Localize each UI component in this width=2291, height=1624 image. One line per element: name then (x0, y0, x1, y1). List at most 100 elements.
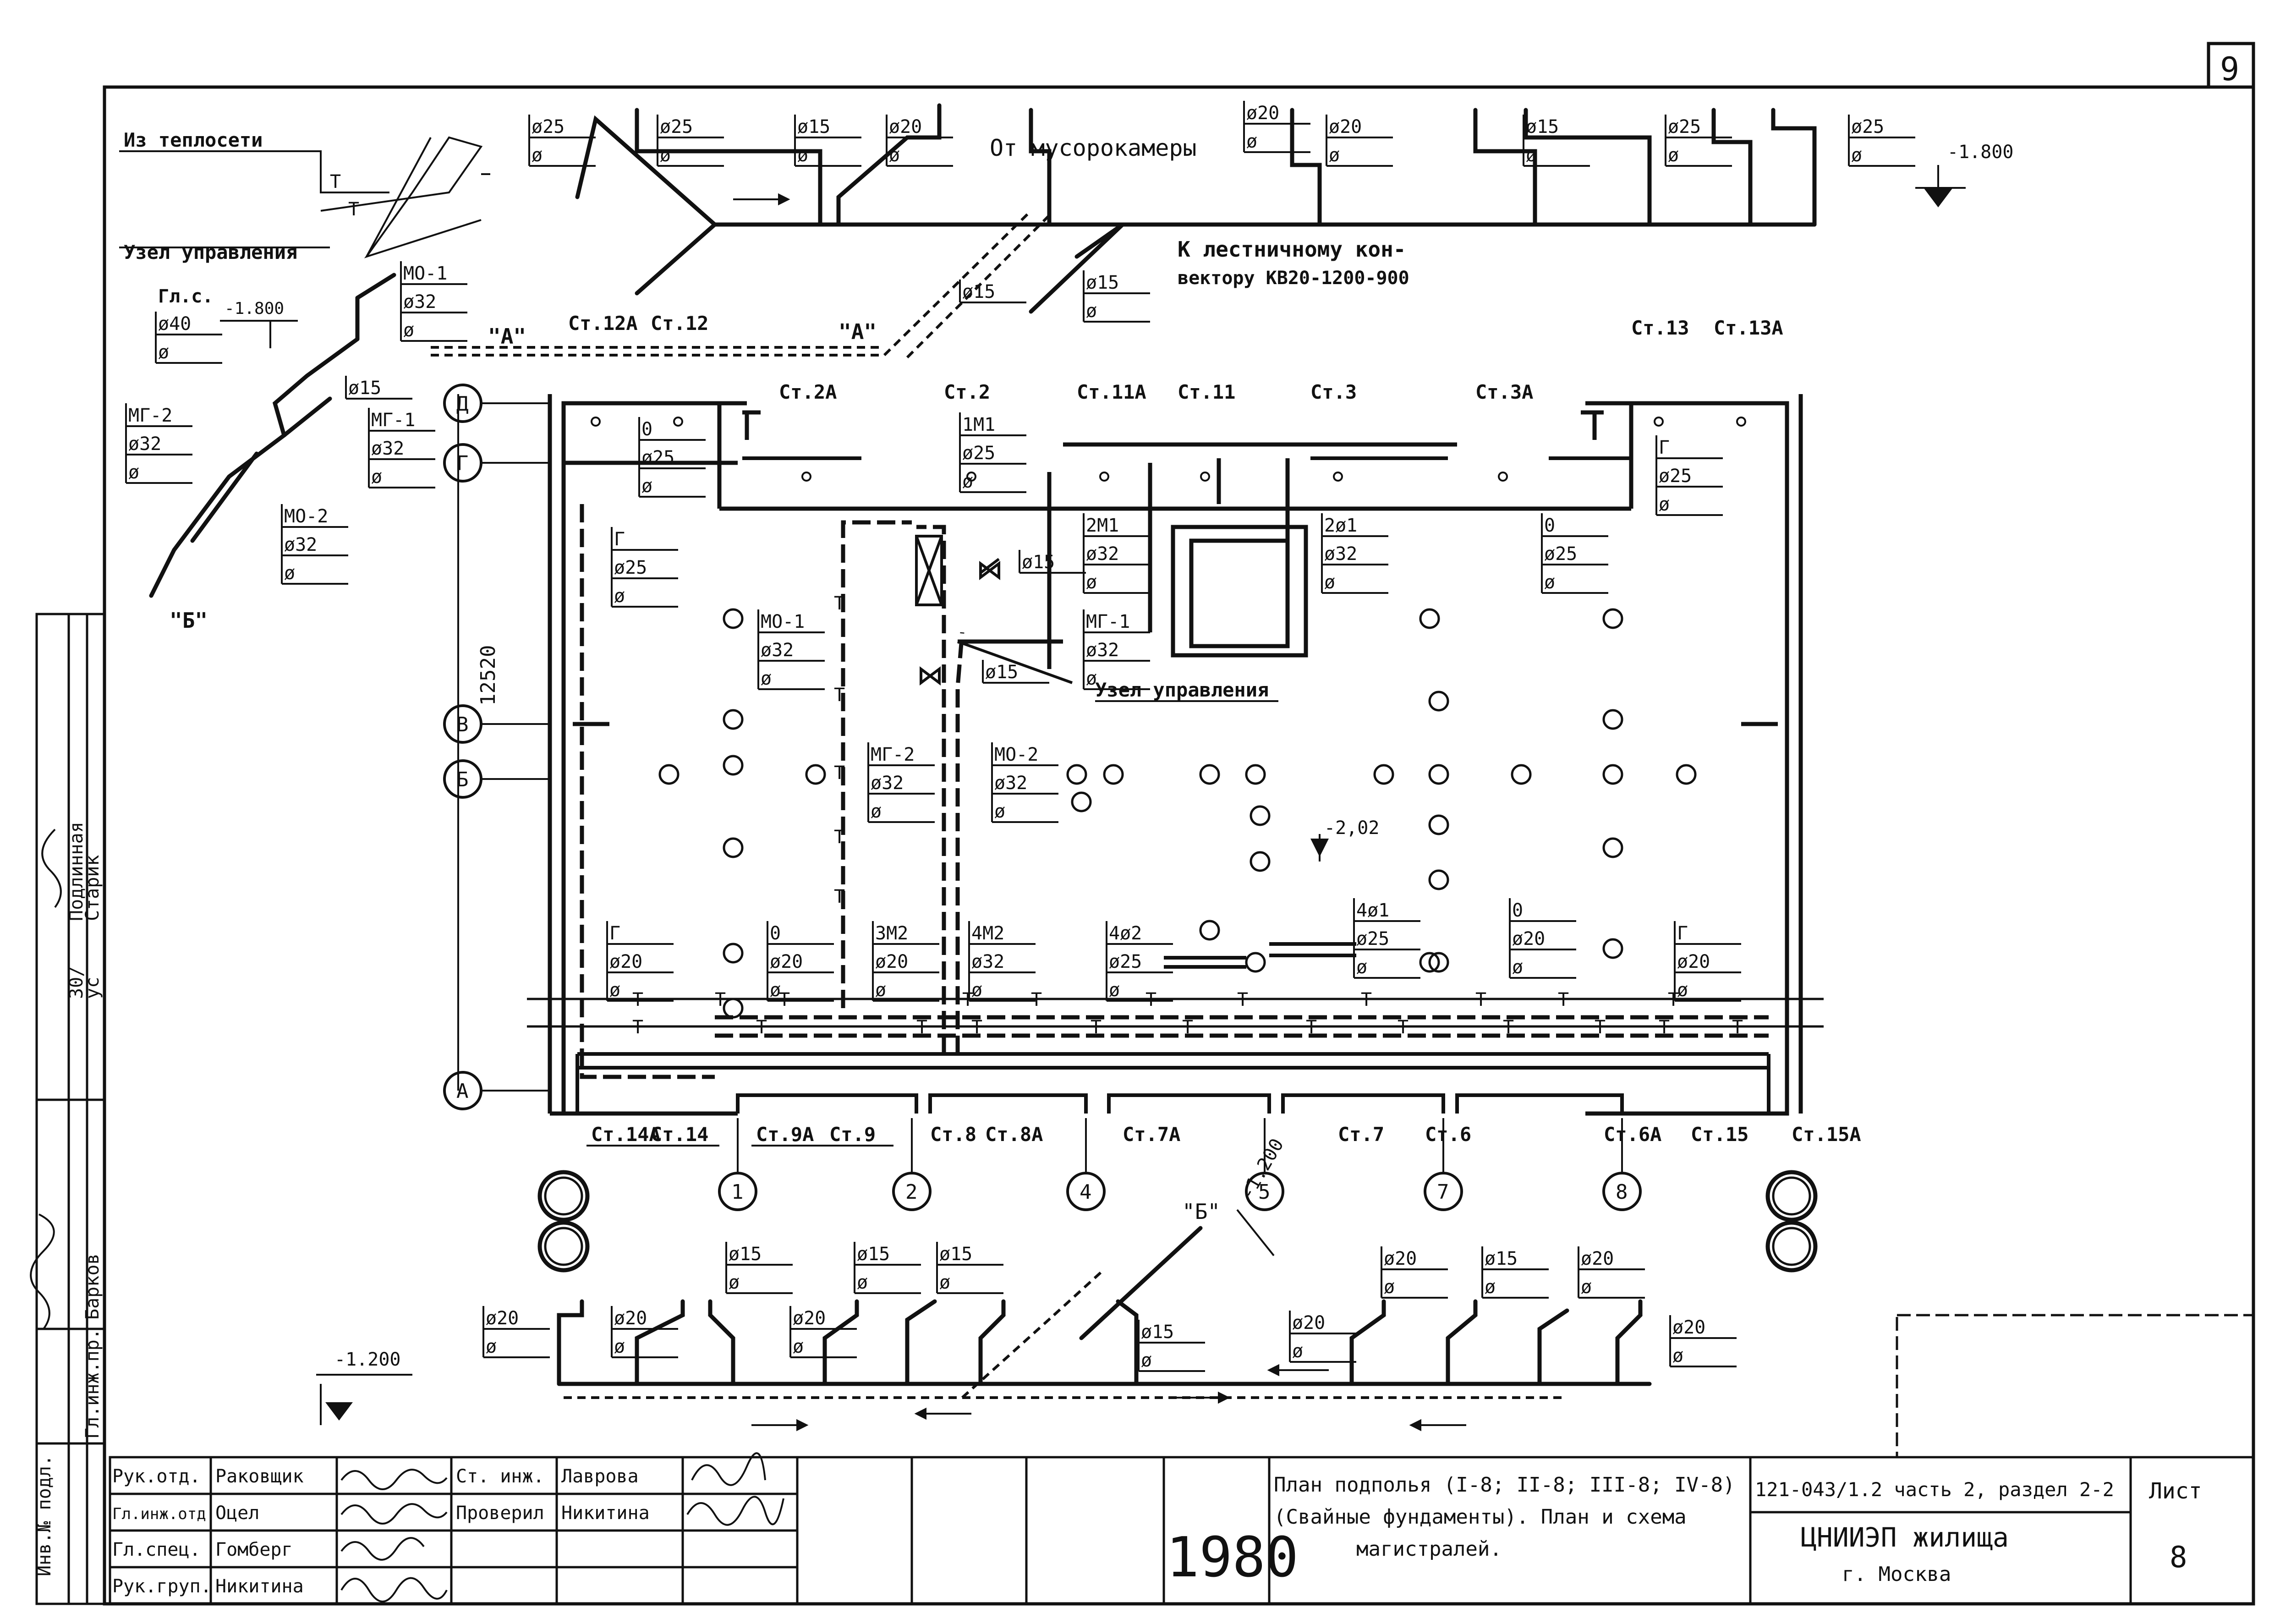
stamp-role: Рук.отд. (112, 1466, 201, 1487)
pile-circle (1245, 764, 1266, 785)
pile-circle (1066, 764, 1087, 785)
riser-label: Ст.8А (985, 1123, 1043, 1146)
note-from-garbage: От мусорокамеры (990, 135, 1197, 161)
pipe-tag-text: ø (1086, 572, 1097, 593)
pipe-tag-text: 4ø1 (1356, 900, 1389, 921)
pipe-tag-text: ø (641, 476, 652, 497)
pipe-tag-text: ø (1544, 572, 1555, 593)
pipe-tag-text: ø (857, 1272, 868, 1293)
pipe-tag-text: МО-1 (403, 263, 447, 284)
elevation-top-left: -1.800 (225, 299, 284, 318)
t-mark: Т (1659, 1017, 1670, 1038)
axis-col-label: 4 (1080, 1180, 1092, 1204)
riser-label: Ст.7А (1123, 1123, 1180, 1146)
pipe-tag-text: ø15 (729, 1244, 762, 1265)
pile-group-circle-inner (1772, 1176, 1811, 1216)
signatures (30, 828, 784, 1602)
pile-circle (1602, 608, 1623, 629)
stamp-title-3: магистралей. (1356, 1537, 1502, 1561)
stamp-name: Гомберг (215, 1539, 293, 1560)
pipe-tag-text: ø (962, 471, 973, 492)
pipe-tag-text: ø15 (1086, 272, 1119, 293)
pipe-tag-text: 3М2 (875, 923, 908, 944)
t-mark: Т (1503, 1017, 1514, 1038)
pipe-tag-text: ø (1086, 668, 1097, 689)
pipe-tag-text: ø20 (1677, 951, 1710, 972)
pipe-tag-text: ø (1677, 980, 1688, 1001)
axis-col-label: 5 (1258, 1180, 1271, 1204)
pipe-tag-text: ø (284, 563, 295, 584)
pile-circle (1199, 920, 1220, 941)
left-stamp-labels: Гл.инж.пр. Барков Старик Подлинная 30/ у… (34, 822, 103, 1576)
pipe-tag-text: ø (994, 801, 1005, 822)
top-scheme-notes: Из теплосети Узел управления От мусорока… (124, 129, 1409, 633)
piles (537, 608, 1818, 1273)
pipe-tag-text: ø (1659, 494, 1670, 515)
pipe-tag-text: МГ-1 (371, 410, 415, 431)
riser-label: Ст.11А (1077, 381, 1146, 403)
riser-label: Ст.3 (1310, 381, 1357, 403)
pipe-tag-text: ø (793, 1336, 804, 1357)
t-mark: Т (834, 593, 845, 614)
stamp-name: Оцел (215, 1503, 259, 1524)
pile-circle (1428, 814, 1449, 835)
pipe-tag-text: ø (770, 980, 781, 1001)
pipe-tag-text: ø (1109, 980, 1120, 1001)
pile-group-circle (1765, 1220, 1818, 1273)
pipe-tag-text: ø (532, 145, 543, 166)
pipe-tag-text: ø20 (1292, 1312, 1325, 1333)
pipe-tag-text: ø25 (962, 443, 995, 464)
pipe-tag-text: ø32 (284, 534, 317, 555)
riser-label: Ст.12 (651, 312, 708, 335)
pipe-tag-text: ø20 (1672, 1317, 1705, 1338)
pipe-tag-text: ø (403, 320, 414, 341)
left-stamp-label: Подлинная (66, 822, 87, 921)
pile-circle (723, 755, 744, 776)
elevation-marker: -1.800 (1915, 142, 2014, 208)
pile-group-circle-inner (544, 1227, 583, 1266)
bottom-isometric-scheme (557, 1226, 1652, 1386)
riser-label: Ст.3А (1475, 381, 1533, 403)
pile-circle (1419, 608, 1440, 629)
note-point-a-2: "А" (839, 319, 877, 344)
pipe-tag-text: ø (1485, 1277, 1496, 1298)
pipe-tag-text: ø15 (985, 662, 1018, 683)
note-from-heating: Из теплосети (124, 129, 263, 151)
pile-circle (1250, 851, 1271, 872)
t-mark: Т (1361, 989, 1372, 1010)
note-gls: Гл.с. (158, 286, 213, 307)
riser-label: Ст.12А (568, 312, 638, 335)
pile-circle (1245, 952, 1266, 973)
pipe-tag-text: ø20 (793, 1308, 826, 1329)
pipe-tag-text: ø32 (761, 640, 794, 661)
pipe-tag-text: 0 (770, 923, 781, 944)
riser-label: Ст.15А (1792, 1123, 1861, 1146)
stamp-role: Гл.инж.отд. (112, 1505, 215, 1523)
pile-group-circle (537, 1220, 590, 1273)
riser-label: Ст.14 (651, 1123, 708, 1146)
pipe-tag-text: ø (1292, 1341, 1303, 1362)
elevation-marker: -1.200 (316, 1349, 412, 1425)
pipe-tag-text: ø (1668, 145, 1679, 166)
pipe-tag-text: ø15 (1526, 116, 1559, 137)
t-mark: Т (1475, 989, 1486, 1010)
pile-circle (723, 608, 744, 629)
pipe-tag-text: ø20 (770, 951, 803, 972)
pile-circle (1428, 691, 1449, 712)
stamp-name: Раковщик (215, 1466, 304, 1487)
pile-circle (723, 943, 744, 964)
pipe-tag-text: ø15 (797, 116, 830, 137)
stamp-city: г. Москва (1842, 1563, 1951, 1586)
bottom-scheme-arrows (733, 193, 1466, 1432)
axis-col-label: 8 (1616, 1180, 1628, 1204)
pipe-tag-text: ø (128, 462, 139, 483)
pipe-tag-text: ø32 (1086, 543, 1119, 565)
pipe-tag-text: ø (1851, 145, 1862, 166)
note-point-b-bottom: "Б" (1182, 1199, 1220, 1224)
pipe-tag-text: ø25 (1109, 951, 1142, 972)
pipe-tag-text: 2ø1 (1324, 515, 1357, 536)
t-mark: Т (1732, 1017, 1743, 1038)
pipe-tag-text: 4ø2 (1109, 923, 1142, 944)
pipe-tag-text: ø (614, 586, 625, 607)
